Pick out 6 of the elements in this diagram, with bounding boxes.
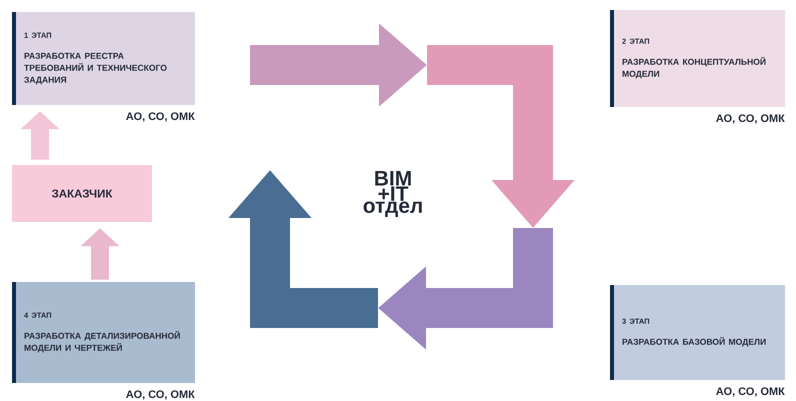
role-label: АО, СО, ОМК xyxy=(126,390,195,400)
role-label: АО, СО, ОМК xyxy=(126,112,195,122)
customer-box: ЗАКАЗЧИК xyxy=(12,165,152,222)
role-label: АО, СО, ОМК xyxy=(716,387,785,397)
role-label: АО, СО, ОМК xyxy=(716,114,785,124)
center-label: BIM +IT отдел xyxy=(364,171,422,217)
